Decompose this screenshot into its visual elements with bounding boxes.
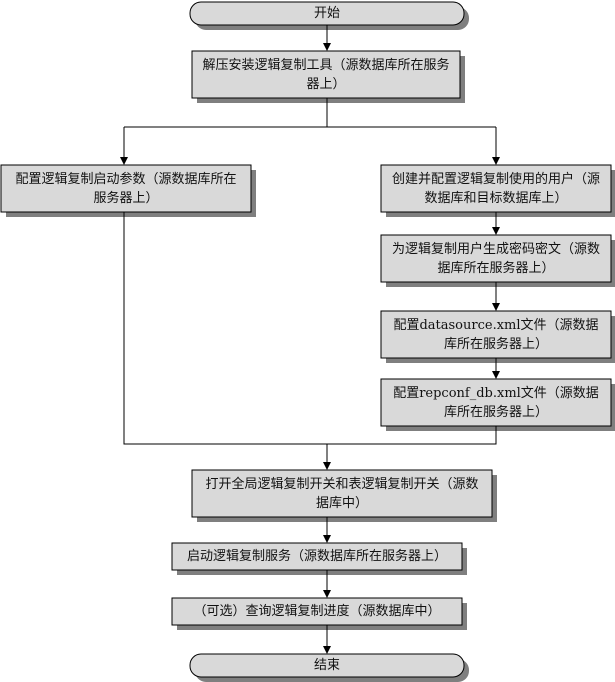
create-user-node (380, 164, 612, 213)
query-progress-node (171, 597, 463, 626)
connectors (120, 25, 500, 654)
line-left-merge (123, 212, 327, 445)
config-datasource-node (380, 310, 612, 359)
gen-cipher-node (380, 234, 612, 283)
unpack-node (191, 50, 461, 99)
config-repconf-node (380, 378, 612, 427)
start-node (189, 1, 465, 26)
enable-switch-node (191, 469, 493, 518)
end-node (189, 653, 465, 678)
start-service-node (171, 542, 463, 571)
config-params-node (0, 164, 252, 213)
line-right-merge (327, 426, 497, 445)
